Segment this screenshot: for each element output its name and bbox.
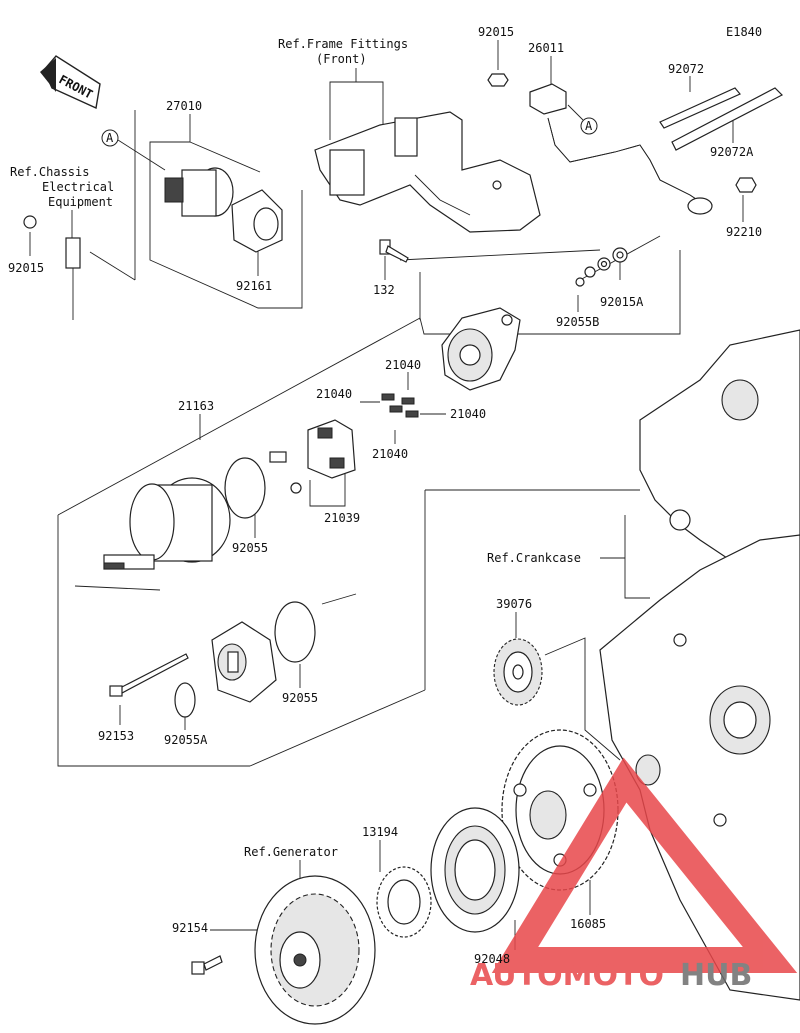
part-label-92015-left: 92015 [8, 261, 44, 275]
part-label-92055-upper: 92055 [232, 541, 268, 555]
part-label-92048: 92048 [474, 952, 510, 966]
ref-chassis-line3: Equipment [48, 195, 113, 209]
part-label-16085: 16085 [570, 917, 606, 931]
part-label-21040-top: 21040 [385, 358, 421, 372]
starter-end-cover-drawing [441, 307, 521, 391]
rotor-bolt-drawing [191, 955, 223, 975]
ref-chassis-line2: Electrical [42, 180, 114, 194]
washer-set-drawing [575, 247, 628, 287]
part-label-92072: 92072 [668, 62, 704, 76]
part-label-26011: 26011 [528, 41, 564, 55]
watermark: AUTOMOTO HUB [470, 757, 798, 993]
part-label-92153: 92153 [98, 729, 134, 743]
frame-bracket-drawing [314, 111, 541, 233]
ref-chassis-line1: Ref.Chassis [10, 165, 89, 179]
nut-92015-drawing [487, 73, 509, 87]
part-label-92161: 92161 [236, 279, 272, 293]
callout-marker-left: A [101, 129, 119, 147]
clutch-plate-drawing [430, 807, 520, 933]
starter-cable-drawing [529, 83, 713, 215]
part-label-92055-lower: 92055 [282, 691, 318, 705]
part-label-21040-left: 21040 [316, 387, 352, 401]
brush-holder-drawing [269, 419, 356, 494]
long-bolt-drawing [109, 653, 189, 697]
ref-frame-fittings-sub: (Front) [316, 52, 367, 66]
part-label-21040-right: 21040 [450, 407, 486, 421]
callout-label-left: A [106, 131, 114, 145]
watermark-triangle [491, 757, 798, 973]
ref-frame-fittings: Ref.Frame Fittings [278, 37, 408, 51]
labels: E1840 Ref.Frame Fittings (Front) Ref.Cha… [8, 25, 762, 966]
starter-front-cover-drawing [211, 621, 277, 703]
nut-92210-drawing [735, 177, 757, 193]
diagram-code: E1840 [726, 25, 762, 39]
part-label-92154: 92154 [172, 921, 208, 935]
watermark-text-secondary: HUB [680, 958, 752, 993]
part-label-92055b: 92055B [556, 315, 599, 329]
ref-generator: Ref.Generator [244, 845, 338, 859]
brush-springs-drawing [381, 393, 419, 418]
relay-rubber-drawing [231, 189, 283, 253]
chassis-connector-drawing [23, 215, 81, 320]
cable-ties-drawing [659, 87, 784, 151]
crankcase-drawing [599, 329, 800, 1001]
callout-marker-right: A [580, 117, 598, 135]
ref-crankcase: Ref.Crankcase [487, 551, 581, 565]
part-label-92015a: 92015A [600, 295, 644, 309]
part-label-21163: 21163 [178, 399, 214, 413]
watermark-text-primary: AUTOMOTO [470, 958, 664, 993]
bolt-132-drawing [379, 239, 409, 263]
front-direction-badge: FRONT [40, 55, 101, 110]
starter-relay-drawing [164, 167, 234, 217]
part-label-92210: 92210 [726, 225, 762, 239]
generator-rotor-drawing [254, 875, 376, 1025]
o-rings-drawing [174, 457, 316, 718]
idle-gear-drawing [493, 638, 543, 706]
part-label-27010: 27010 [166, 99, 202, 113]
part-label-92015-top: 92015 [478, 25, 514, 39]
part-label-21039: 21039 [324, 511, 360, 525]
starter-motor-yoke-drawing [103, 477, 231, 570]
part-label-132: 132 [373, 283, 395, 297]
part-label-21040-bottom: 21040 [372, 447, 408, 461]
part-label-92072a: 92072A [710, 145, 754, 159]
part-label-13194: 13194 [362, 825, 398, 839]
part-label-39076: 39076 [496, 597, 532, 611]
part-label-92055a: 92055A [164, 733, 208, 747]
one-way-clutch-drawing [376, 866, 432, 938]
callout-label-right: A [585, 119, 593, 133]
